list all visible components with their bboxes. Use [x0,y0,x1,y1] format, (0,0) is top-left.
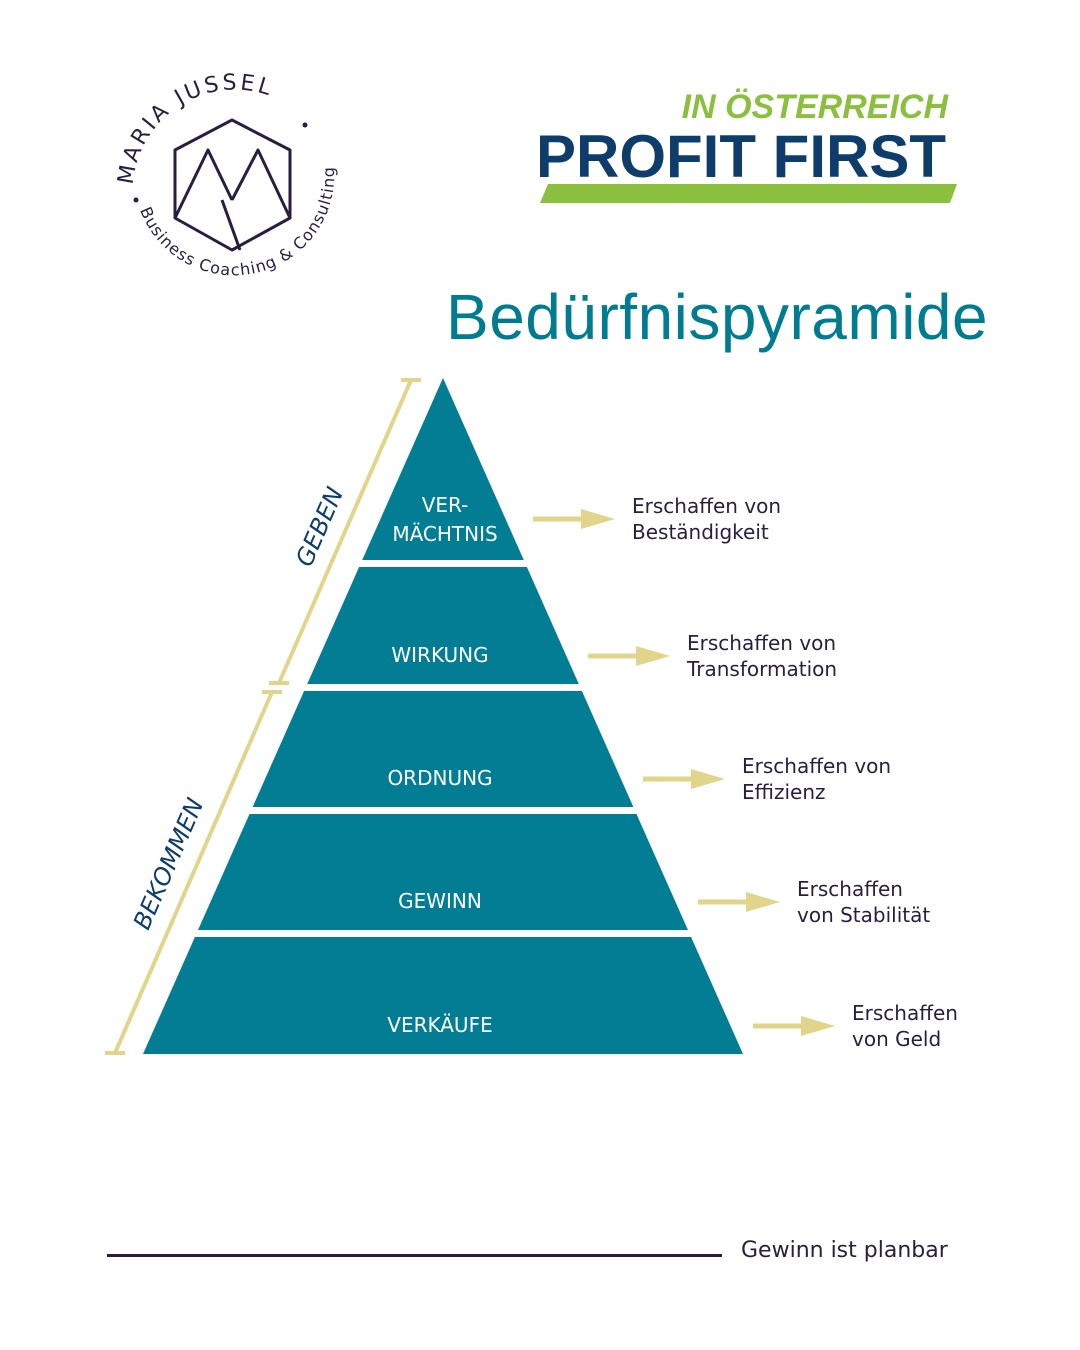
pyramid-level-gewinn [198,814,688,930]
arrow-head-icon [581,509,615,529]
logo-dot [133,197,139,203]
pyramid-level-verkaeufe [143,937,743,1054]
pyramid-level-ordnung [252,691,634,807]
page-title: Bedürfnispyramide [446,281,989,353]
arrow-head-icon [636,646,670,666]
pyramid-level-label: WIRKUNG [391,643,488,667]
level-result-text: Erschaffen von [632,494,781,518]
level-result-text: Erschaffen [852,1001,958,1025]
level-result-text: Effizienz [742,780,826,804]
pyramid-level-label: GEWINN [398,889,482,913]
footer-divider [107,1254,722,1257]
logo-country-text: IN ÖSTERREICH [682,88,950,126]
pyramid-level-label: VER- [422,493,469,517]
arrow-head-icon [801,1016,835,1036]
logo-underline [540,184,957,203]
level-result-text: Transformation [686,657,837,681]
pyramid-level-label: VERKÄUFE [387,1013,492,1037]
pyramid-level-wirkung [307,567,579,684]
level-result-text: Erschaffen von [742,754,891,778]
mountain-hexagon-icon [173,118,292,252]
logo-dot [302,122,308,128]
level-result-text: Beständigkeit [632,520,769,544]
arrow-head-icon [691,769,725,789]
pyramid-level-vermaechtnis [362,378,524,560]
level-result-text: von Geld [852,1027,941,1051]
level-result-text: Erschaffen von [687,631,836,655]
bracket-label: GEBEN [290,483,349,571]
level-result-text: Erschaffen [797,877,903,901]
pyramid-level-label: ORDNUNG [387,766,492,790]
arrow-head-icon [746,892,780,912]
logo-brand-text: PROFIT FIRST [536,123,946,190]
footer-slogan: Gewinn ist planbar [741,1238,948,1263]
level-result-text: von Stabilität [797,903,930,927]
pyramid-level-label: MÄCHTNIS [392,522,497,546]
